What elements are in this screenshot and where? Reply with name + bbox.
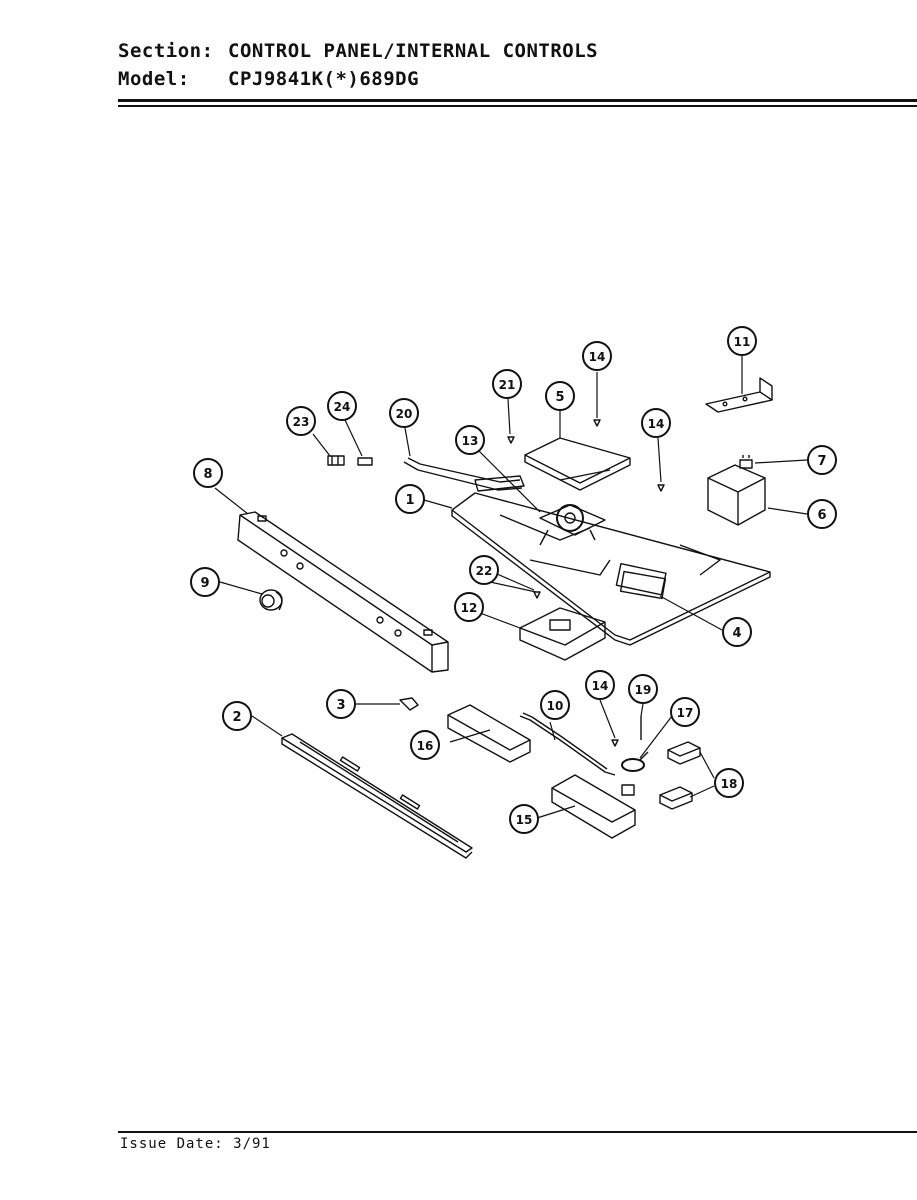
callout-8: 8 — [193, 458, 223, 488]
model-label: Model: — [118, 68, 190, 90]
callout-21: 21 — [492, 369, 522, 399]
model-number: CPJ9841K(*)689DG — [228, 68, 420, 90]
svg-text:24: 24 — [334, 400, 351, 414]
callout-14-top: 14 — [582, 341, 612, 371]
part-control-panel-rail — [237, 511, 449, 673]
callout-1: 1 — [395, 484, 425, 514]
svg-text:16: 16 — [417, 739, 434, 753]
svg-text:4: 4 — [732, 626, 741, 641]
svg-text:18: 18 — [721, 777, 738, 791]
part-fuse — [327, 455, 345, 466]
svg-text:14: 14 — [592, 679, 609, 693]
callout-14-low: 14 — [585, 670, 615, 700]
part-timer-module — [539, 504, 606, 546]
section-title: CONTROL PANEL/INTERNAL CONTROLS — [228, 40, 599, 62]
callout-14-mid: 14 — [641, 408, 671, 438]
part-access-plate — [619, 570, 667, 600]
footer-rule — [118, 1131, 917, 1133]
svg-text:10: 10 — [547, 699, 564, 713]
svg-text:14: 14 — [589, 350, 606, 364]
svg-text:11: 11 — [734, 335, 751, 349]
svg-text:6: 6 — [817, 508, 826, 523]
svg-text:8: 8 — [203, 467, 212, 482]
part-connector — [739, 455, 753, 469]
svg-text:1: 1 — [405, 493, 414, 508]
part-channel-upper — [447, 704, 531, 763]
callout-16: 16 — [410, 730, 440, 760]
svg-text:21: 21 — [499, 378, 516, 392]
callout-4: 4 — [722, 617, 752, 647]
svg-text:23: 23 — [293, 415, 310, 429]
svg-text:20: 20 — [396, 407, 413, 421]
svg-text:14: 14 — [648, 417, 665, 431]
section-label: Section: — [118, 40, 214, 62]
callouts: 1 2 3 4 5 6 7 8 9 10 11 12 13 14 14 14 1… — [190, 326, 837, 834]
svg-text:17: 17 — [677, 706, 694, 720]
callout-12: 12 — [454, 592, 484, 622]
part-bracket-arm — [403, 457, 525, 492]
svg-text:3: 3 — [336, 698, 345, 713]
header-rule-bottom — [118, 105, 917, 107]
callout-18: 18 — [714, 768, 744, 798]
part-mount-bracket — [705, 377, 773, 413]
callout-22: 22 — [469, 555, 499, 585]
callout-3: 3 — [326, 689, 356, 719]
part-clip — [399, 697, 419, 711]
part-switch-bracket — [519, 607, 606, 661]
callout-7: 7 — [807, 445, 837, 475]
callout-9: 9 — [190, 567, 220, 597]
part-relay-box — [707, 464, 766, 526]
callout-17: 17 — [670, 697, 700, 727]
part-screws — [507, 419, 665, 747]
section-line: Section: CONTROL PANEL/INTERNAL CONTROLS — [118, 40, 598, 62]
callout-2: 2 — [222, 701, 252, 731]
model-line: Model: CPJ9841K(*)689DG — [118, 68, 419, 90]
callout-13: 13 — [455, 425, 485, 455]
callout-19: 19 — [628, 674, 658, 704]
svg-text:19: 19 — [635, 683, 652, 697]
callout-24: 24 — [327, 391, 357, 421]
callout-10: 10 — [540, 690, 570, 720]
callout-5: 5 — [545, 381, 575, 411]
part-channel-lower — [551, 774, 636, 839]
part-fuse-holder — [357, 457, 373, 466]
callout-15: 15 — [509, 804, 539, 834]
svg-text:2: 2 — [232, 710, 241, 725]
svg-text:7: 7 — [817, 454, 826, 469]
svg-text:15: 15 — [516, 813, 533, 827]
callout-23: 23 — [286, 406, 316, 436]
svg-text:5: 5 — [555, 390, 564, 405]
part-knob — [259, 589, 283, 611]
part-switch — [621, 751, 649, 772]
part-lower-rail — [281, 733, 473, 859]
callout-20: 20 — [389, 398, 419, 428]
callout-6: 6 — [807, 499, 837, 529]
svg-text:12: 12 — [461, 601, 478, 615]
issue-date: Issue Date: 3/91 — [120, 1136, 271, 1152]
svg-text:22: 22 — [476, 564, 493, 578]
callout-11: 11 — [727, 326, 757, 356]
svg-text:9: 9 — [200, 576, 209, 591]
part-bracket-pair — [621, 741, 701, 810]
header-rule-top — [118, 99, 917, 102]
part-control-plate — [451, 492, 771, 646]
part-cover-plate — [524, 437, 631, 491]
svg-text:13: 13 — [462, 434, 479, 448]
part-wire-lead — [519, 712, 616, 776]
